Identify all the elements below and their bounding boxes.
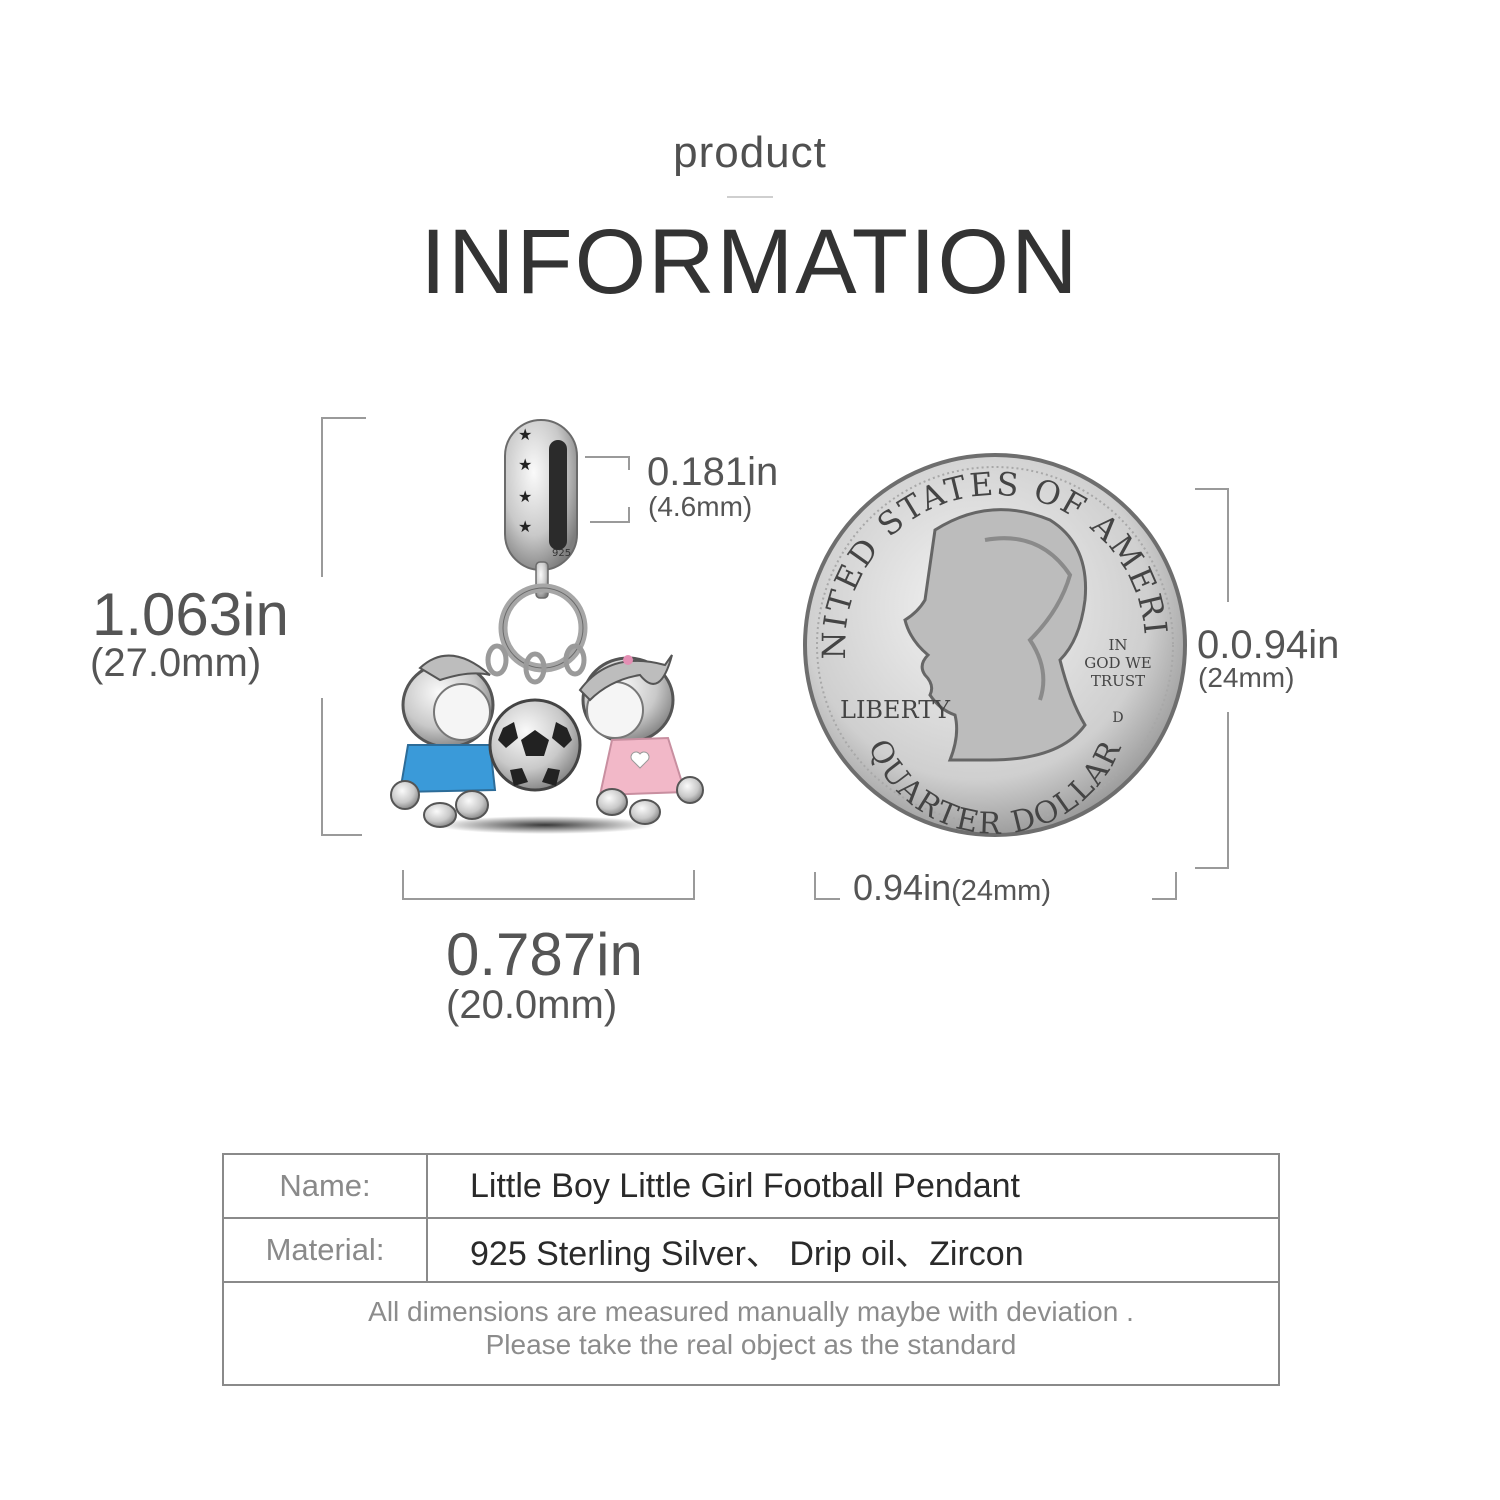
coin-width-mm: (24mm) (951, 875, 1051, 907)
specs-name-label: Name: (224, 1155, 428, 1217)
svg-text:★: ★ (518, 487, 532, 506)
bail: ★ ★ ★ ★ 925 (504, 419, 578, 571)
specs-note-line-2: Please take the real object as the stand… (485, 1329, 1017, 1360)
pendant-height-in: 1.063in (92, 581, 289, 648)
boy-figure (390, 654, 497, 828)
specs-row-name: Name: Little Boy Little Girl Football Pe… (224, 1155, 1278, 1219)
specs-note: All dimensions are measured manually may… (224, 1295, 1278, 1361)
header-divider (727, 196, 773, 198)
specs-material-label: Material: (224, 1219, 428, 1281)
coin-width: 0.94in(24mm) (853, 868, 1051, 911)
bail-size-mm: (4.6mm) (648, 491, 753, 522)
header-title: INFORMATION (420, 211, 1080, 313)
header-subtitle: product (673, 128, 827, 177)
specs-note-line-1: All dimensions are measured manually may… (368, 1296, 1134, 1327)
coin-motto-2: GOD WE (1084, 654, 1151, 672)
pendant-width-mm: (20.0mm) (446, 983, 618, 1027)
svg-text:★: ★ (518, 455, 532, 474)
specs-material-value: 925 Sterling Silver、 Drip oil、Zircon (470, 1234, 1024, 1273)
specs-name-value: Little Boy Little Girl Football Pendant (470, 1166, 1020, 1205)
football-charm (488, 698, 582, 792)
girl-figure (578, 654, 704, 825)
coin-width-in: 0.94in (853, 867, 952, 908)
coin-motto-1: IN (1108, 636, 1127, 654)
bail-stamp: 925 (552, 548, 571, 559)
pendant-height-mm: (27.0mm) (90, 641, 262, 685)
specs-row-material: Material: 925 Sterling Silver、 Drip oil、… (224, 1219, 1278, 1283)
coin-mint-mark: D (1112, 710, 1123, 726)
pendant-width-in: 0.787in (446, 921, 643, 988)
coin-height-in: 0.0.94in (1197, 623, 1340, 667)
specs-table: Name: Little Boy Little Girl Football Pe… (222, 1153, 1280, 1386)
bail-size-in: 0.181in (647, 450, 779, 494)
svg-text:★: ★ (518, 517, 532, 536)
svg-text:★: ★ (518, 425, 532, 444)
coin-motto-3: TRUST (1091, 672, 1145, 690)
coin-liberty: LIBERTY (840, 696, 951, 724)
coin-height-mm: (24mm) (1198, 662, 1295, 693)
